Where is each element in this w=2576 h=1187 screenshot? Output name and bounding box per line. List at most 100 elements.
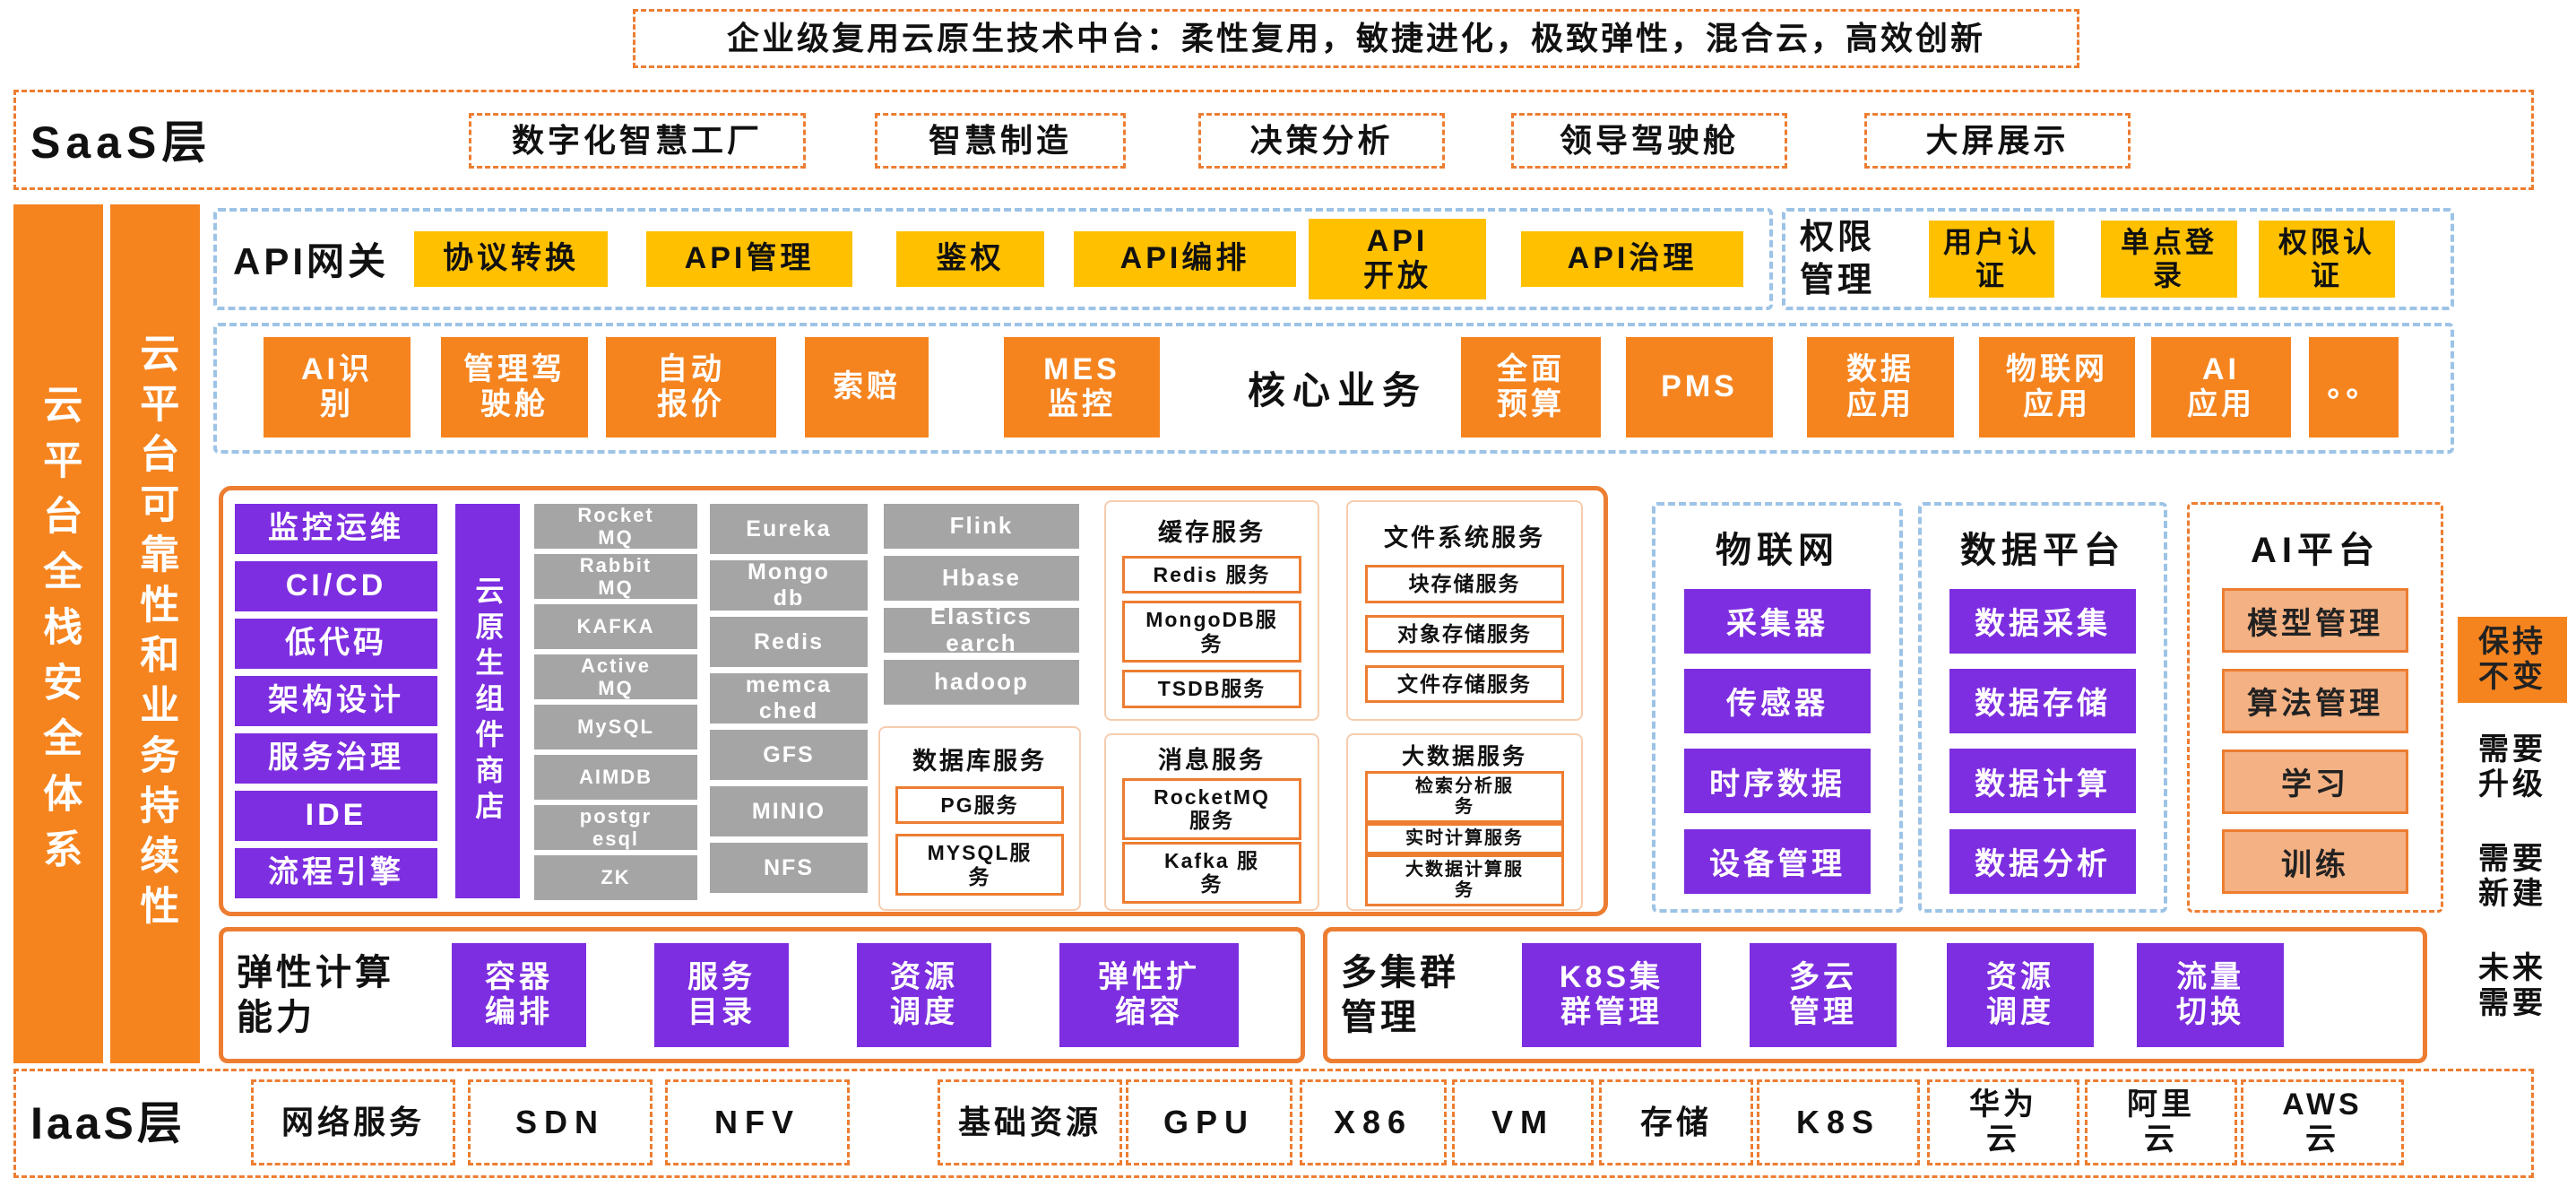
iaas-chip: 华为 云 [1927, 1079, 2079, 1165]
service-chip: Redis 服务 [1121, 555, 1302, 594]
legend-future: 未来 需要 [2478, 950, 2546, 1020]
service-chip: 检索分析服 务 [1365, 771, 1564, 823]
iaas-network-label: 网络服务 [251, 1079, 455, 1165]
core-business-chip: 自动 报价 [606, 337, 776, 438]
data-platform-item: 数据采集 [1949, 588, 2136, 654]
legend-new: 需要 新建 [2478, 841, 2546, 911]
core-business-chip: 全面 预算 [1461, 337, 1601, 438]
iaas-layer-label: IaaS层 [30, 1098, 186, 1148]
message-service-group: 消息服务 RocketMQ 服务 Kafka 服 务 [1104, 733, 1319, 911]
multi-cluster-chip: 资源 调度 [1947, 943, 2094, 1047]
legend-upgrade: 需要 升级 [2478, 732, 2546, 801]
data-platform-panel: 数据平台 数据采集 数据存储 数据计算 数据分析 [1918, 502, 2167, 913]
middleware-chip: GFS [710, 730, 868, 780]
permission-chip: 单点登 录 [2101, 221, 2237, 298]
devops-tool-chip: CI/CD [235, 561, 437, 611]
middleware-chip: Rabbit MQ [534, 554, 697, 599]
service-chip: RocketMQ 服务 [1121, 777, 1302, 840]
middleware-chip: hadoop [884, 660, 1079, 705]
devops-tool-chip: 架构设计 [235, 676, 437, 726]
service-chip: PG服务 [895, 785, 1065, 825]
middleware-chip: Elastics earch [884, 602, 1079, 656]
component-store-panel [219, 486, 1608, 916]
multi-cluster-chip: 流量 切换 [2137, 943, 2284, 1047]
ai-platform-item: 算法管理 [2222, 668, 2408, 733]
cache-service-group: 缓存服务 Redis 服务 MongoDB服 务 TSDB服务 [1104, 500, 1319, 721]
devops-tool-chip: 流程引擎 [235, 848, 437, 898]
middleware-chip: MySQL [534, 705, 697, 749]
iaas-chip: SDN [468, 1079, 653, 1165]
service-chip: TSDB服务 [1121, 670, 1302, 708]
core-business-label: 核心业务 [1248, 369, 1428, 412]
service-chip: 实时计算服务 [1365, 823, 1564, 854]
devops-tool-chip: IDE [235, 791, 437, 841]
api-gateway-band [213, 208, 1773, 310]
iaas-chip: AWS 云 [2241, 1079, 2404, 1165]
core-business-chip: MES 监控 [1004, 337, 1160, 438]
permission-band [1782, 208, 2454, 310]
data-platform-item: 数据分析 [1949, 828, 2136, 894]
core-business-chip: 。。 [2309, 337, 2399, 438]
middleware-chip: Active MQ [534, 654, 697, 699]
core-business-chip: 管理驾 驶舱 [441, 337, 588, 438]
ai-platform-item: 模型管理 [2222, 588, 2408, 654]
middleware-chip: AIMDB [534, 755, 697, 800]
iaas-resource-label: 基础资源 [938, 1079, 1122, 1165]
multi-cluster-chip: K8S集 群管理 [1522, 943, 1701, 1047]
core-business-chip: AI 应用 [2151, 337, 2291, 438]
saas-app-box: 数字化智慧工厂 [469, 113, 806, 169]
iaas-chip: 存储 [1599, 1079, 1753, 1165]
ai-platform-item: 训练 [2222, 829, 2408, 895]
file-service-label: 文件系统服务 [1384, 524, 1545, 551]
ai-platform-item: 学习 [2222, 749, 2408, 814]
devops-tool-chip: 低代码 [235, 619, 437, 669]
security-pillar: 云平台全栈安全体系 [13, 204, 103, 1063]
reliability-pillar: 云平台可靠性和业务持续性 [110, 204, 200, 1063]
database-service-label: 数据库服务 [912, 747, 1047, 775]
api-gateway-chip: 鉴权 [896, 231, 1044, 287]
middleware-chip: Eureka [710, 504, 868, 554]
iot-item: 设备管理 [1684, 828, 1871, 894]
core-business-chip: AI识 别 [264, 337, 411, 438]
data-platform-label: 数据平台 [1960, 531, 2125, 571]
api-gateway-label: API网关 [233, 240, 390, 282]
iaas-chip: NFV [665, 1079, 850, 1165]
service-chip: 块存储服务 [1365, 565, 1564, 603]
multi-cluster-chip: 多云 管理 [1750, 943, 1897, 1047]
bigdata-service-group: 大数据服务 检索分析服 务 实时计算服务 大数据计算服 务 [1346, 733, 1583, 911]
api-gateway-chip: API编排 [1074, 231, 1296, 287]
cache-service-label: 缓存服务 [1158, 519, 1266, 547]
elastic-compute-chip: 资源 调度 [857, 943, 991, 1047]
iaas-chip: X86 [1300, 1079, 1447, 1165]
api-gateway-chip: API管理 [646, 231, 852, 287]
data-platform-item: 数据计算 [1949, 749, 2136, 814]
api-gateway-chip: API 开放 [1309, 219, 1486, 299]
api-gateway-chip: 协议转换 [414, 231, 608, 287]
service-chip: MYSQL服 务 [895, 834, 1065, 897]
bigdata-service-label: 大数据服务 [1401, 744, 1527, 769]
permission-chip: 用户认 证 [1929, 221, 2054, 298]
core-business-chip: 索赔 [805, 337, 929, 438]
saas-app-box: 决策分析 [1198, 113, 1445, 169]
saas-layer-label: SaaS层 [30, 117, 212, 168]
multi-cluster-label: 多集群 管理 [1341, 953, 1459, 1037]
core-business-band [213, 323, 2454, 454]
iaas-chip: 阿里 云 [2085, 1079, 2237, 1165]
service-chip: 文件存储服务 [1365, 665, 1564, 704]
iaas-chip: K8S [1757, 1079, 1920, 1165]
permission-label: 权限 管理 [1800, 219, 1876, 299]
middleware-chip: NFS [710, 843, 868, 893]
api-gateway-chip: API治理 [1521, 231, 1743, 287]
middleware-chip: Rocket MQ [534, 504, 697, 549]
message-service-label: 消息服务 [1158, 747, 1266, 775]
iot-item: 采集器 [1684, 588, 1871, 654]
service-chip: 大数据计算服 务 [1365, 854, 1564, 906]
ai-platform-panel: AI平台 模型管理 算法管理 学习 训练 [2187, 502, 2443, 913]
service-chip: MongoDB服 务 [1121, 601, 1302, 663]
permission-chip: 权限认 证 [2259, 221, 2395, 298]
title-banner: 企业级复用云原生技术中台：柔性复用，敏捷进化，极致弹性，混合云，高效创新 [633, 9, 2079, 68]
middleware-chip: MINIO [710, 786, 868, 836]
file-service-group: 文件系统服务 块存储服务 对象存储服务 文件存储服务 [1346, 500, 1583, 721]
iaas-chip: VM [1452, 1079, 1594, 1165]
